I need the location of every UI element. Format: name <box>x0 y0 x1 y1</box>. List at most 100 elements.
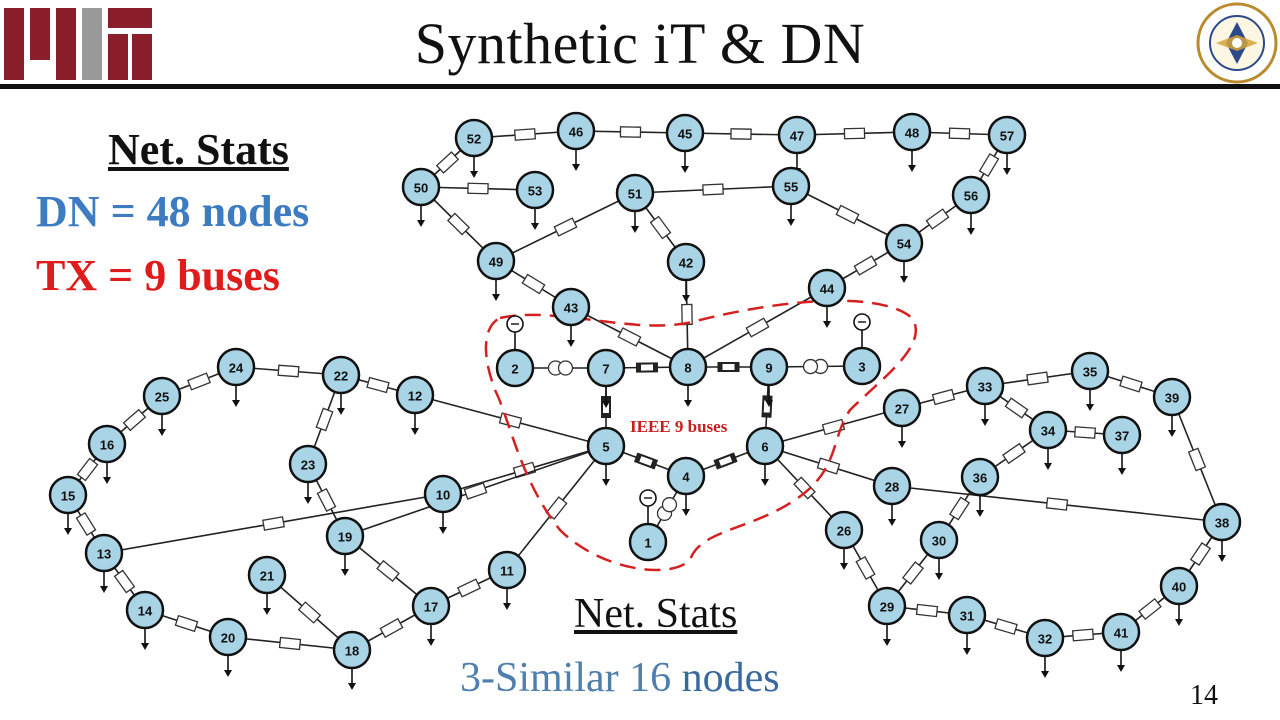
bus-node-47: 47 <box>777 115 817 155</box>
bus-node-30: 30 <box>919 520 959 560</box>
bus-label-27: 27 <box>895 402 909 417</box>
impedance-34-36 <box>1002 442 1026 465</box>
bus-circle-10 <box>423 474 463 514</box>
bus-circle-19 <box>325 516 365 556</box>
impedance-39-38 <box>1187 447 1207 472</box>
load-arrow-head-14 <box>141 643 149 650</box>
bus-circle-21 <box>247 555 287 595</box>
similar-prefix: 3-Similar 16 <box>460 655 672 701</box>
impedance-15-13 <box>75 511 97 537</box>
bus-label-31: 31 <box>960 609 974 624</box>
bus-label-19: 19 <box>338 530 352 545</box>
bus-node-31: 31 <box>947 595 987 635</box>
bus-circle-47 <box>777 115 817 155</box>
bus-node-13: 13 <box>84 533 124 573</box>
bus-circle-56 <box>951 175 991 215</box>
bus-node-3: 3 <box>842 346 882 386</box>
tx-stat: TX = 9 buses <box>36 250 280 301</box>
bus-circle-42 <box>666 242 706 282</box>
load-arrow-head-25 <box>158 429 166 436</box>
bus-label-15: 15 <box>61 489 75 504</box>
impedance-6-28 <box>816 457 841 475</box>
bus-node-18: 18 <box>332 630 372 670</box>
load-arrow-head-28 <box>888 519 896 526</box>
bus-circle-3 <box>842 346 882 386</box>
bus-label-29: 29 <box>880 600 894 615</box>
load-arrow-head-27 <box>898 441 906 448</box>
load-arrow-head-22 <box>337 408 345 415</box>
bus-label-46: 46 <box>569 125 583 140</box>
bus-node-34: 34 <box>1028 410 1068 450</box>
bus-node-28: 28 <box>872 466 912 506</box>
bus-label-34: 34 <box>1041 424 1056 439</box>
bus-node-11: 11 <box>487 550 527 590</box>
bus-circle-38 <box>1202 502 1242 542</box>
bus-node-49: 49 <box>476 241 516 281</box>
bus-node-44: 44 <box>807 268 847 308</box>
ieee-line-9-6 <box>761 395 773 418</box>
similar-nodes-stat: 3-Similar 16 nodes <box>460 654 780 702</box>
bus-circle-1 <box>628 522 668 562</box>
bus-circle-49 <box>476 241 516 281</box>
bus-label-43: 43 <box>564 301 578 316</box>
impedance-5-19 <box>463 482 488 500</box>
load-arrow-head-8 <box>684 400 692 407</box>
bus-label-24: 24 <box>229 361 244 376</box>
bus-label-5: 5 <box>602 440 609 455</box>
bus-circle-2 <box>495 348 535 388</box>
mit-logo <box>4 8 152 80</box>
bus-label-10: 10 <box>436 488 450 503</box>
impedance-25-16 <box>122 408 147 432</box>
impedance-57-56 <box>978 152 1000 178</box>
bus-node-7: 7 <box>586 348 626 388</box>
load-arrow-head-53 <box>531 223 539 230</box>
bus-node-57: 57 <box>987 115 1027 155</box>
slide-title: Synthetic iT & DN <box>414 11 866 76</box>
bus-circle-26 <box>824 510 864 550</box>
load-arrow-head-20 <box>224 670 232 677</box>
load-arrow-head-42 <box>682 295 690 302</box>
bus-label-56: 56 <box>964 189 978 204</box>
transformer-3-9-1 <box>802 358 819 375</box>
bus-node-14: 14 <box>125 590 165 630</box>
bus-circle-32 <box>1025 618 1065 658</box>
bus-node-36: 36 <box>960 457 1000 497</box>
bus-circle-50 <box>401 167 441 207</box>
bus-label-18: 18 <box>345 644 359 659</box>
bus-circle-20 <box>208 617 248 657</box>
bus-circle-11 <box>487 550 527 590</box>
bus-node-35: 35 <box>1070 351 1110 391</box>
load-arrow-head-18 <box>348 683 356 690</box>
bus-label-53: 53 <box>528 184 542 199</box>
net-stats-heading-2: Net. Stats <box>574 591 738 637</box>
bus-node-5: 5 <box>586 426 626 466</box>
bus-node-20: 20 <box>208 617 248 657</box>
load-arrow-head-41 <box>1117 665 1125 672</box>
tx-value: = 9 buses <box>108 251 280 300</box>
bus-label-26: 26 <box>837 524 851 539</box>
bus-label-13: 13 <box>97 547 111 562</box>
impedance-29-31 <box>915 603 939 618</box>
impedance-49-50 <box>446 212 471 236</box>
bus-node-51: 51 <box>615 173 655 213</box>
impedance-46-45 <box>619 126 642 138</box>
load-arrow-head-54 <box>900 276 908 283</box>
bus-node-43: 43 <box>551 287 591 327</box>
load-arrow-head-38 <box>1218 555 1226 562</box>
load-arrow-head-48 <box>908 165 916 172</box>
impedance-31-32 <box>994 618 1018 635</box>
bus-node-19: 19 <box>325 516 365 556</box>
bus-label-30: 30 <box>932 534 946 549</box>
load-arrow-head-9 <box>765 400 773 407</box>
bus-node-37: 37 <box>1102 415 1142 455</box>
bus-circle-53 <box>515 170 555 210</box>
bus-circle-23 <box>288 444 328 484</box>
impedance-27-33 <box>931 388 956 406</box>
bus-label-52: 52 <box>467 132 481 147</box>
impedance-19-17 <box>376 559 400 583</box>
impedance-17-11 <box>456 578 482 598</box>
load-arrow-head-55 <box>787 219 795 226</box>
impedance-33-34 <box>1004 397 1029 419</box>
load-arrow-head-4 <box>682 509 690 516</box>
loads-layer <box>64 149 1226 690</box>
